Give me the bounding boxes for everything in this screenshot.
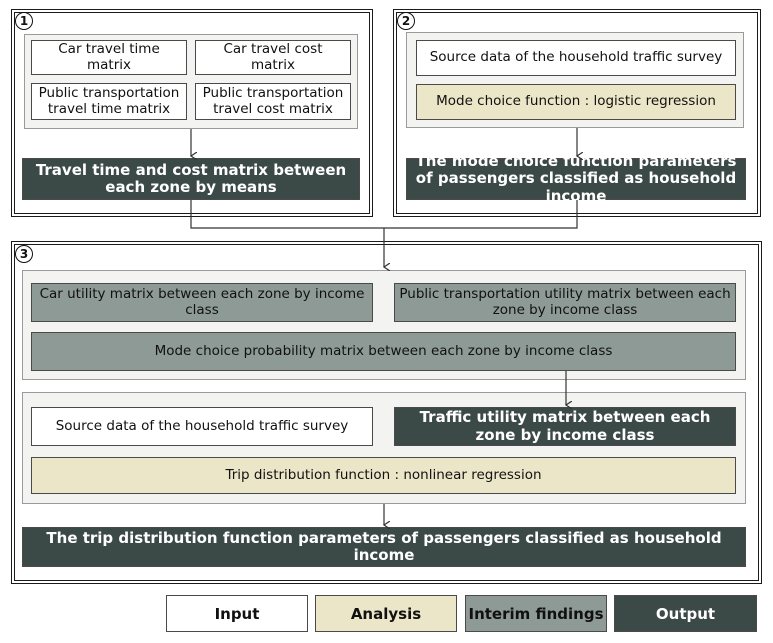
- section-1-number: 1: [15, 12, 33, 30]
- pt-travel-time-box: Public transportation travel time matrix: [31, 83, 187, 120]
- section-3-source-box: Source data of the household traffic sur…: [31, 407, 373, 446]
- legend-output: Output: [614, 595, 757, 632]
- section-1-output-box: Travel time and cost matrix between each…: [22, 158, 360, 200]
- car-travel-cost-box: Car travel cost matrix: [195, 40, 351, 75]
- section-1-frame: [11, 9, 373, 217]
- traffic-utility-box: Traffic utility matrix between each zone…: [394, 407, 736, 446]
- mode-choice-probability-box: Mode choice probability matrix between e…: [31, 332, 736, 371]
- mode-choice-function-box: Mode choice function : logistic regressi…: [416, 84, 736, 120]
- legend-analysis: Analysis: [315, 595, 457, 632]
- section-2-source-box: Source data of the household traffic sur…: [416, 40, 736, 76]
- section-2-number: 2: [397, 12, 415, 30]
- section-3-number: 3: [15, 245, 33, 263]
- pt-travel-cost-box: Public transportation travel cost matrix: [195, 83, 351, 120]
- car-utility-box: Car utility matrix between each zone by …: [31, 283, 373, 322]
- legend-input: Input: [166, 595, 308, 632]
- legend-interim-findings: Interim findings: [465, 595, 607, 632]
- section-3-frame: [11, 241, 762, 584]
- trip-distribution-function-box: Trip distribution function : nonlinear r…: [31, 457, 736, 494]
- pt-utility-box: Public transportation utility matrix bet…: [394, 283, 736, 322]
- section-3-output-box: The trip distribution function parameter…: [22, 527, 746, 567]
- car-travel-time-box: Car travel time matrix: [31, 40, 187, 75]
